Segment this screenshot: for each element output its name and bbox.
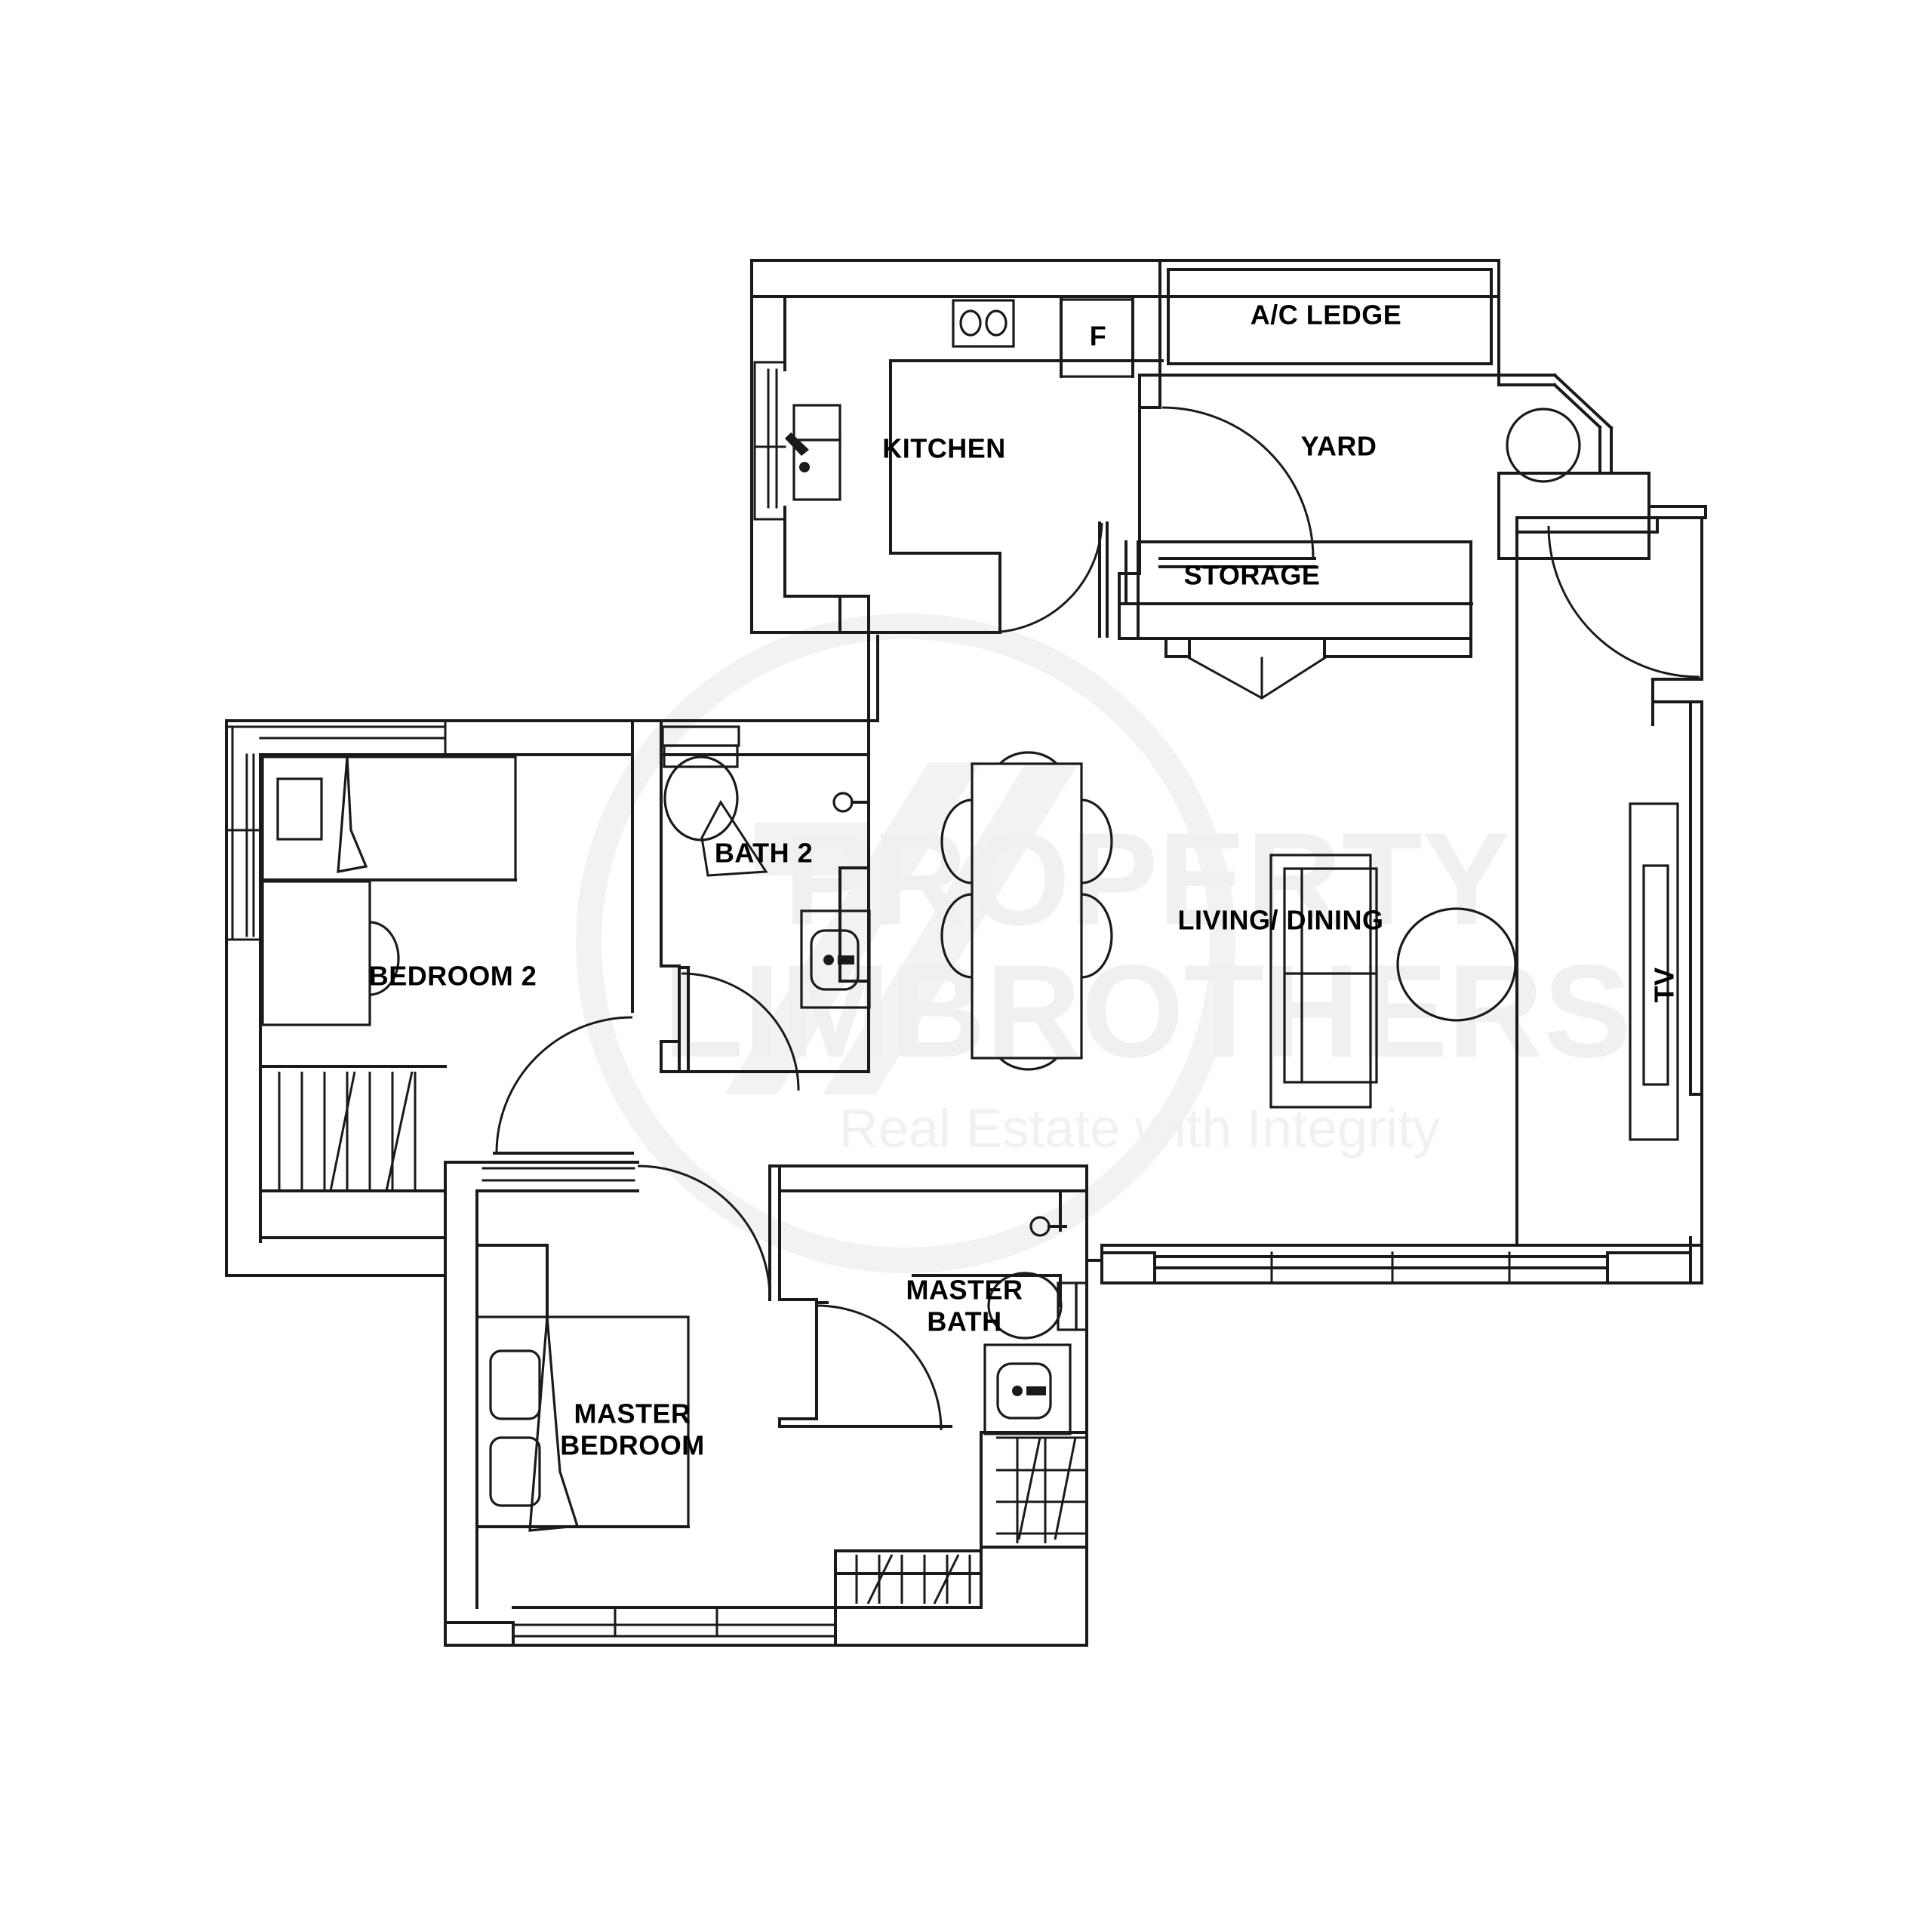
kitchen-sink-icon bbox=[785, 404, 841, 501]
room-labels: KITCHEN A/C LEDGE YARD STORAGE BEDROOM 2… bbox=[369, 300, 1680, 1461]
watermark: PROPERTY LIMBROTHERS Real Estate with In… bbox=[576, 614, 1632, 1273]
room-label-master-bedroom-line1: MASTER bbox=[574, 1398, 691, 1429]
bedroom2-bath2-block bbox=[225, 719, 871, 1277]
sofa-icon bbox=[1269, 854, 1378, 1109]
room-label-kitchen: KITCHEN bbox=[882, 433, 1006, 464]
entry-and-right-walls bbox=[1515, 497, 1707, 1254]
wash-basin-icon bbox=[983, 1343, 1072, 1435]
room-label-living-dining: LIVING/ DINING bbox=[1177, 905, 1383, 936]
living-dining-furniture bbox=[940, 751, 1679, 1141]
single-bed-icon bbox=[261, 755, 517, 881]
room-label-master-bedroom-line2: BEDROOM bbox=[560, 1430, 705, 1461]
dining-table-icon bbox=[940, 751, 1113, 1071]
washing-machine-icon bbox=[1506, 408, 1581, 483]
shower-head-icon bbox=[832, 792, 870, 813]
watermark-line1: PROPERTY bbox=[784, 806, 1511, 953]
watermark-tagline: Real Estate with Integrity bbox=[839, 1099, 1440, 1159]
wash-basin-icon bbox=[800, 909, 871, 1009]
kitchen-yard-block bbox=[750, 259, 1651, 700]
round-coffee-table-icon bbox=[1396, 907, 1517, 1022]
room-label-master-bath-line1: MASTER bbox=[906, 1275, 1023, 1306]
room-label-master-bath-line2: BATH bbox=[927, 1306, 1001, 1337]
wardrobe-icon bbox=[834, 1549, 983, 1609]
room-label-bedroom-2: BEDROOM 2 bbox=[369, 961, 537, 992]
wardrobe-icon bbox=[259, 1027, 447, 1243]
toilet-icon bbox=[912, 1272, 1088, 1340]
two-burner-hob-icon bbox=[952, 299, 1015, 348]
room-label-tv: TV bbox=[1649, 967, 1680, 1002]
room-label-yard: YARD bbox=[1301, 431, 1377, 462]
room-label-bath-2: BATH 2 bbox=[715, 838, 813, 869]
room-label-ac-ledge: A/C LEDGE bbox=[1251, 300, 1402, 331]
shower-head-icon bbox=[1029, 1216, 1067, 1237]
desk-and-chair-icon bbox=[261, 880, 400, 1026]
wardrobe-icon bbox=[980, 1431, 1088, 1609]
room-label-fridge: F bbox=[1090, 321, 1107, 352]
room-label-storage: STORAGE bbox=[1184, 560, 1321, 591]
tv-console-icon bbox=[1629, 802, 1679, 1141]
master-suite-block bbox=[444, 1161, 1088, 1647]
